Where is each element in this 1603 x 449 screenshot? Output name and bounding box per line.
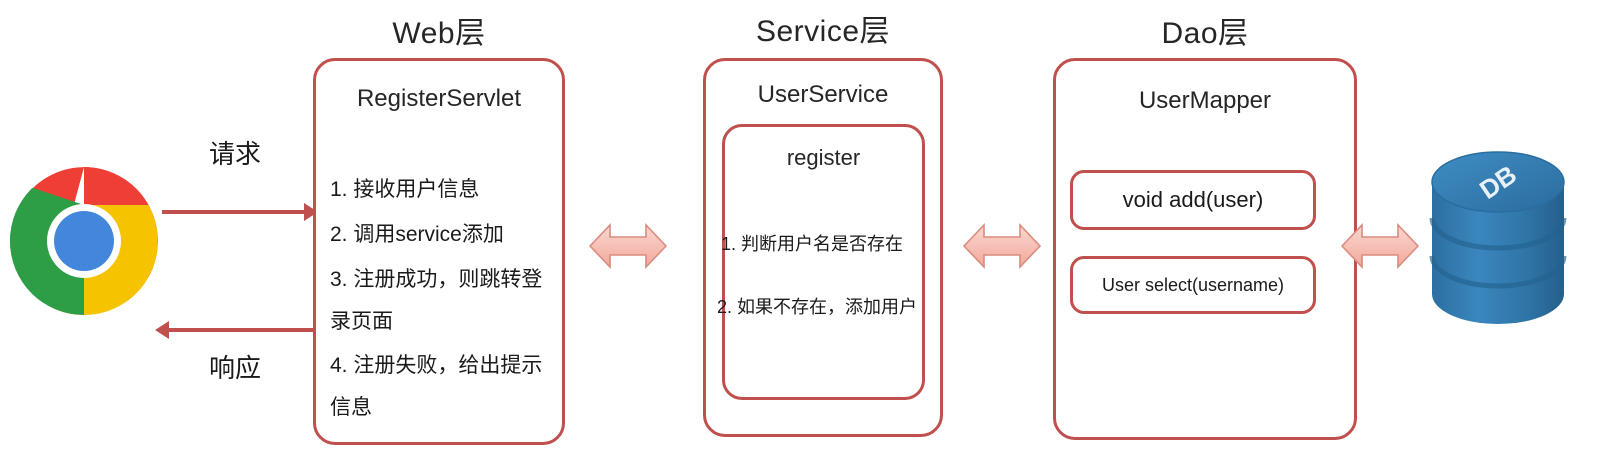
layer-title-service: Service层: [755, 15, 891, 48]
web-step-3: 3. 注册成功，则跳转登: [330, 268, 543, 291]
web-box-title: RegisterServlet: [356, 85, 522, 112]
dao-method-add-label: void add(user): [1122, 187, 1264, 212]
web-step-4: 4. 注册失败，给出提示: [330, 354, 543, 377]
web-step-2: 2. 调用service添加: [330, 223, 504, 246]
service-register-method-box[interactable]: register 1. 判断用户名是否存在 2. 如果不存在，添加用户: [717, 124, 925, 400]
service-step-2: 2. 如果不存在，添加用户: [717, 297, 918, 317]
request-arrow-label: 请求: [209, 139, 262, 169]
response-arrow-head: [155, 321, 169, 339]
dao-method-add-box[interactable]: void add(user): [1070, 170, 1316, 230]
service-dao-bidirectional-arrow: [962, 215, 1042, 277]
response-arrow-label: 响应: [209, 353, 262, 383]
layer-title-web: Web层: [392, 17, 486, 50]
database-cylinder-icon: DB: [1428, 148, 1568, 328]
layer-title-dao: Dao层: [1161, 17, 1249, 50]
web-layer-box[interactable]: RegisterServlet 1. 接收用户信息 2. 调用service添加…: [313, 58, 565, 445]
dao-box-title: UserMapper: [1138, 87, 1272, 114]
dao-db-bidirectional-arrow: [1340, 215, 1420, 277]
web-step-4-cont: 信息: [330, 396, 372, 419]
dao-layer-box[interactable]: UserMapper: [1053, 58, 1357, 440]
web-step-3-cont: 录页面: [330, 310, 393, 333]
web-service-bidirectional-arrow: [588, 215, 668, 277]
response-arrow-line: [168, 328, 314, 332]
dao-method-select-box[interactable]: User select(username): [1070, 256, 1316, 314]
chrome-browser-icon: [8, 165, 160, 317]
service-method-title: register: [786, 145, 861, 170]
dao-method-select-label: User select(username): [1101, 274, 1285, 295]
service-box-title: UserService: [757, 81, 889, 108]
web-step-1: 1. 接收用户信息: [330, 178, 480, 201]
service-step-1: 1. 判断用户名是否存在: [721, 234, 904, 254]
request-arrow-line: [162, 210, 308, 214]
